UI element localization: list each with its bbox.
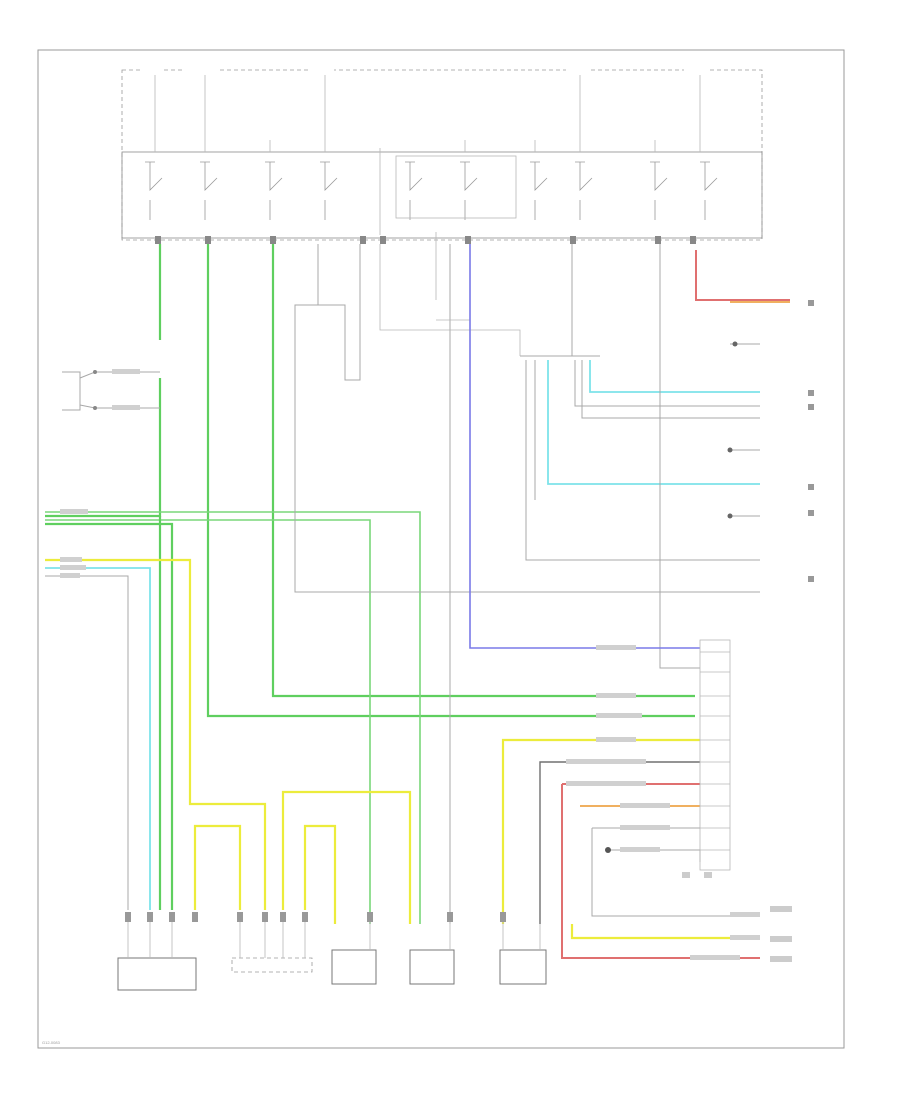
sensor-component-1 <box>331 949 377 985</box>
wire-green-4 <box>45 522 174 910</box>
fuse-labels <box>142 64 825 114</box>
terminal-marks <box>682 872 792 962</box>
wire-grey-11 <box>659 244 700 669</box>
wire-yellow-2 <box>193 824 242 910</box>
wire-cyan-2 <box>589 360 760 393</box>
left-sensor <box>62 370 160 411</box>
seat-switch-connector <box>231 957 313 973</box>
wire-grey-5 <box>525 360 760 561</box>
wire-cyan-3 <box>547 360 760 485</box>
wire-green-1 <box>45 244 162 518</box>
sensor-component-2 <box>409 949 455 985</box>
wire-green-2 <box>206 244 695 718</box>
diagram-frame <box>37 49 845 1049</box>
wire-yellow-1 <box>45 558 267 910</box>
fuse-block-outline <box>121 69 763 241</box>
wire-yellow-3 <box>281 790 412 924</box>
wire-grey-12 <box>730 343 760 517</box>
wire-blue-1 <box>469 244 700 649</box>
wire-grey-13 <box>591 827 760 917</box>
sensor-component-3 <box>499 949 547 985</box>
wire-cyan-1 <box>45 567 151 910</box>
wire-grey-3 <box>318 244 361 381</box>
wire-green-5 <box>45 511 421 924</box>
fuse-feeds <box>154 75 701 235</box>
ground-node-2 <box>727 447 733 453</box>
figure-id: G12-0083 <box>42 1040 61 1045</box>
wire-yellow-4 <box>303 824 337 924</box>
right-connector-block <box>699 639 731 871</box>
wire-yellow-5 <box>501 738 700 924</box>
wire-green-3 <box>271 244 695 698</box>
relay-panel <box>121 151 763 239</box>
bottom-pins <box>125 912 506 922</box>
wire-grey-1 <box>45 575 129 910</box>
ground-node-3 <box>727 513 733 519</box>
wire-grey-7 <box>574 360 760 407</box>
ground-node-4 <box>605 847 611 853</box>
wire-thin-2 <box>435 232 470 321</box>
relay-switches <box>145 155 718 220</box>
ground-node-1 <box>732 341 738 347</box>
wire-yellow-6 <box>570 924 760 940</box>
ambient-light-sensor <box>117 957 197 991</box>
wire-red-1 <box>695 250 790 301</box>
wire-label-marks <box>60 369 760 960</box>
right-pins <box>808 300 814 582</box>
wire-thin-1 <box>379 244 521 356</box>
wire-grey-8 <box>581 360 760 419</box>
wire-dark-1 <box>539 761 700 924</box>
component-leads <box>127 922 541 958</box>
connector-pins-top <box>155 236 696 244</box>
